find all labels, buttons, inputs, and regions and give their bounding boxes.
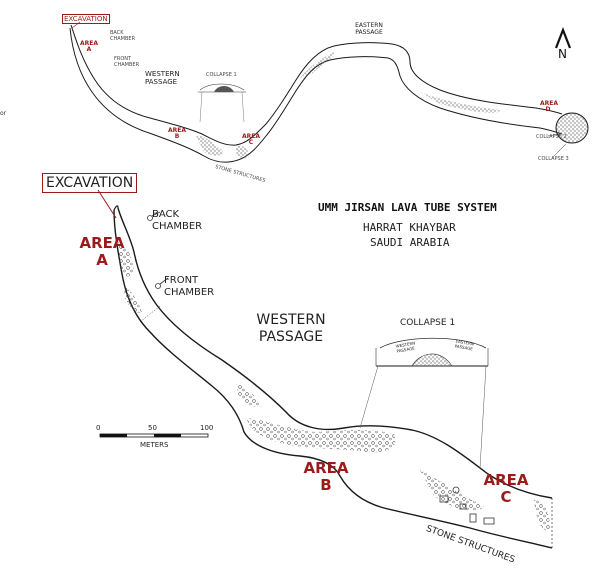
area-a-label: AREA A (79, 234, 125, 269)
inset-rubble (300, 52, 335, 78)
inset-collapse-2-label: COLLAPSE 2 (536, 134, 567, 140)
inset-area-a-label: AREA A (80, 40, 99, 53)
inset-area-d-chamber (555, 112, 589, 144)
area-b-label: AREA B (303, 459, 349, 494)
back-chamber-marker-icon (147, 211, 161, 221)
location-line-2: SAUDI ARABIA (370, 236, 450, 249)
map-title: UMM JIRSAN LAVA TUBE SYSTEM (318, 201, 497, 214)
detail-rubble-front (124, 286, 142, 313)
western-passage-label: WESTERN PASSAGE (256, 312, 326, 345)
area-c-label: AREA C (483, 471, 529, 506)
inset-rubble (420, 92, 500, 113)
inset-eastern-passage-label: EASTERN PASSAGE (355, 22, 383, 37)
collapse-1-profile (359, 337, 489, 469)
detail-map (97, 189, 553, 549)
front-chamber-label: FRONT CHAMBER (164, 275, 215, 298)
stone-structures (439, 486, 495, 525)
detail-tube-end (113, 205, 119, 211)
detail-tube-outline-upper (117, 207, 553, 499)
inset-excavation-label: EXCAVATION (62, 14, 110, 24)
inset-collapse-1-label: COLLAPSE 1 (206, 72, 237, 78)
inset-collapse-3-label: COLLAPSE 3 (538, 156, 569, 162)
inset-tube-outline-lower (69, 27, 563, 163)
detail-rubble-area-a (118, 240, 134, 277)
back-chamber-label: BACK CHAMBER (152, 209, 203, 232)
scale-tick-0: 0 (96, 424, 101, 432)
location-line-1: HARRAT KHAYBAR (363, 221, 456, 234)
inset-front-chamber-label: FRONT CHAMBER (114, 56, 140, 68)
scale-tick-50: 50 (148, 424, 157, 432)
scale-unit-label: METERS (140, 441, 169, 449)
excavation-leader (97, 189, 117, 219)
edge-fragment-label: or (0, 110, 7, 117)
inset-area-b-label: AREA B (168, 127, 187, 140)
detail-rubble-mid (236, 384, 262, 408)
detail-rubble-area-b (246, 418, 396, 453)
scale-tick-100: 100 (200, 424, 214, 432)
inset-back-chamber-label: BACK CHAMBER (110, 30, 136, 42)
inset-overview-map (69, 21, 589, 163)
scale-bar (99, 433, 209, 438)
detail-rubble-area-c (420, 470, 484, 511)
front-chamber-marker-icon (155, 277, 169, 289)
inset-area-d-label: AREA D (540, 100, 559, 113)
north-label: N (558, 47, 567, 61)
inset-western-passage-label: WESTERN PASSAGE (145, 70, 180, 87)
inset-rubble (235, 145, 249, 159)
detail-rubble-end (534, 500, 550, 531)
inset-collapse-1-profile (198, 83, 246, 123)
north-arrow-icon (554, 26, 572, 49)
excavation-label: EXCAVATION (42, 173, 138, 193)
inset-tube-outline-upper (70, 24, 563, 146)
inset-rubble (196, 135, 223, 156)
inset-area-c-label: AREA C (242, 133, 261, 146)
collapse-1-label: COLLAPSE 1 (400, 318, 456, 328)
